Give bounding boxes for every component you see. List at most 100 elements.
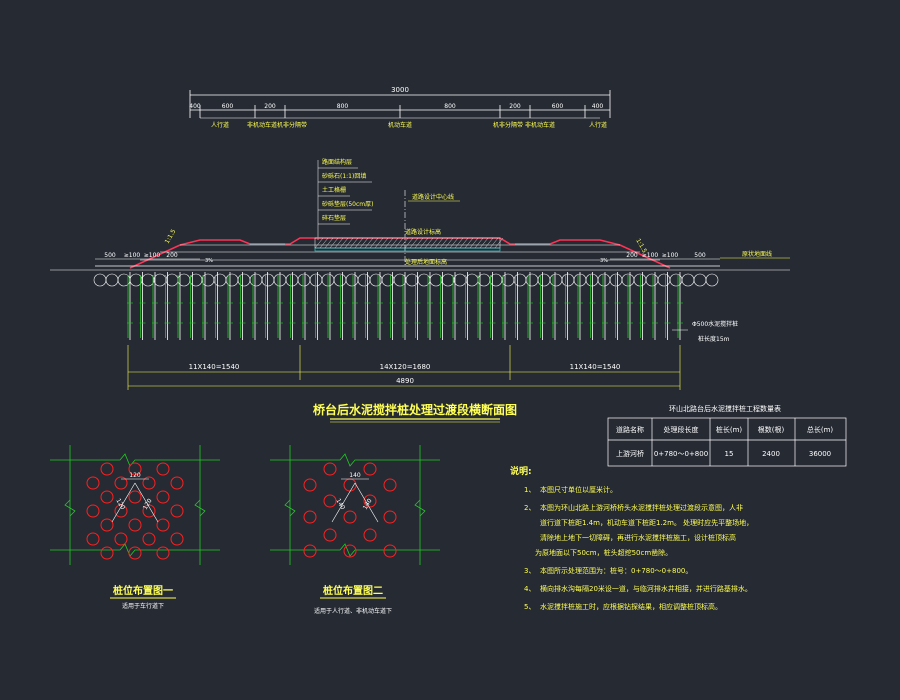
pile-circle (100, 462, 114, 476)
top-lane-label: 人行道 (589, 121, 607, 129)
ground-circle (681, 273, 695, 287)
side-dim: 200 (166, 252, 178, 259)
spacing-dim: 120 (142, 497, 154, 511)
ground-circle (537, 273, 551, 287)
ground-circle (405, 273, 419, 287)
ground-circle (585, 273, 599, 287)
top-lane-label: 非机动车道 (247, 121, 277, 129)
road-section (50, 237, 790, 271)
pile-circle (100, 490, 114, 504)
top-segment-dim: 600 (222, 103, 234, 110)
pile-circle (323, 462, 337, 476)
pile-circle (142, 476, 156, 490)
pile-circle (128, 546, 142, 560)
layer-label: 砂砾石(1:1)回填 (322, 172, 366, 180)
quantity-table (607, 417, 847, 467)
note-line: 本图尺寸单位以厘米计。 (540, 485, 617, 494)
spacing-dim: 120 (129, 472, 141, 479)
ground-circle (105, 273, 119, 287)
pile-layout-1: 120 120 120 (50, 445, 220, 565)
ground-circle (285, 273, 299, 287)
layer-label: 路面结构层 (322, 158, 352, 166)
top-segment-dim: 600 (552, 103, 564, 110)
spacing-dim: 120 (114, 498, 126, 512)
pile-circle (156, 490, 170, 504)
side-dim: ≥100 (642, 252, 659, 259)
bottom-dim-left: 11X140=1540 (189, 363, 240, 371)
ground-circle (705, 273, 719, 287)
pile-circle (86, 532, 100, 546)
table-header: 道路名称 (616, 425, 644, 434)
table-cell: 0+780～0+800 (654, 450, 708, 458)
side-dim: 200 (626, 252, 638, 259)
ground-circle (561, 273, 575, 287)
ground-circle (189, 273, 203, 287)
pile-circle (128, 518, 142, 532)
ground-circle (693, 273, 707, 287)
layout1-subtitle: 适用于车行道下 (122, 602, 164, 610)
ground-circle (153, 273, 167, 287)
table-header: 总长(m) (807, 425, 834, 434)
pile-circle (156, 546, 170, 560)
layout2-title: 桩位布置图二 (323, 584, 383, 597)
note-line: 水泥搅拌桩施工时，应根据钻探结果，相应调整桩顶标高。 (540, 602, 722, 611)
ground-circle (549, 273, 563, 287)
pile-circle (303, 478, 317, 492)
ground-circle (309, 273, 323, 287)
pile-circle (343, 478, 357, 492)
ground-circle (453, 273, 467, 287)
ground-circle (345, 273, 359, 287)
note-number: 4、 (524, 585, 535, 593)
layer-label: 碎石垫层 (322, 214, 346, 222)
pile-circle (303, 544, 317, 558)
top-lane-label: 机动车道 (388, 121, 412, 129)
note-line: 清除地上地下一切障碍，再进行水泥搅拌桩施工，设计桩顶标高 (540, 533, 736, 542)
top-lane-label: 非机动车道 (525, 121, 555, 129)
pile-circle (114, 476, 128, 490)
top-total-dim: 3000 (391, 86, 409, 94)
ground-circle (261, 273, 275, 287)
ground-circle (141, 273, 155, 287)
top-segment-dim: 800 (444, 103, 456, 110)
pile-tag-2: 桩长度15m (698, 335, 730, 343)
pile-circle (343, 544, 357, 558)
centerline-label: 道路设计中心线 (412, 193, 454, 201)
pile-circle (343, 510, 357, 524)
pile-circle (128, 490, 142, 504)
side-dim: ≥100 (144, 252, 161, 259)
pile-circle (383, 510, 397, 524)
orig-ground-label: 原状地面线 (742, 250, 772, 258)
top-lane-label: 机非分隔带 (493, 121, 523, 129)
layer-label: 土工格栅 (322, 186, 346, 194)
ground-circle (441, 273, 455, 287)
note-line: 本图为环山北路上游河桥桥头水泥搅拌桩处理过渡段示意图，人非 (540, 503, 743, 512)
note-line: 横向排水沟每隔20米设一道，与临河排水井相接，并进行路基排水。 (540, 584, 752, 593)
ground-circle (237, 273, 251, 287)
side-dim: 500 (104, 252, 116, 259)
top-lane-label: 人行道 (211, 121, 229, 129)
pile-circle (363, 528, 377, 542)
table-header: 根数(根) (758, 425, 785, 434)
pile-circle (142, 532, 156, 546)
note-line: 道行道下桩距1.4m，机动车道下桩距1.2m。 处理时应先平整场地， (540, 518, 753, 527)
pile-circle (383, 544, 397, 558)
ground-circle (201, 273, 215, 287)
note-number: 5、 (524, 603, 535, 611)
pile-circle (142, 504, 156, 518)
pile-circle (383, 478, 397, 492)
note-line: 为原地面以下50cm，桩头超挖50cm凿除。 (535, 548, 672, 557)
table-header: 桩长(m) (716, 425, 743, 434)
ground-circle (297, 273, 311, 287)
pile-circle (363, 494, 377, 508)
top-segment-dim: 800 (337, 103, 349, 110)
pile-circle (323, 528, 337, 542)
ground-circle (501, 273, 515, 287)
pile-tag-1: Φ500水泥搅拌桩 (692, 320, 738, 328)
pile-circle (323, 494, 337, 508)
pile-circle (128, 462, 142, 476)
bottom-dimension (127, 345, 681, 390)
side-dim: 500 (694, 252, 706, 259)
